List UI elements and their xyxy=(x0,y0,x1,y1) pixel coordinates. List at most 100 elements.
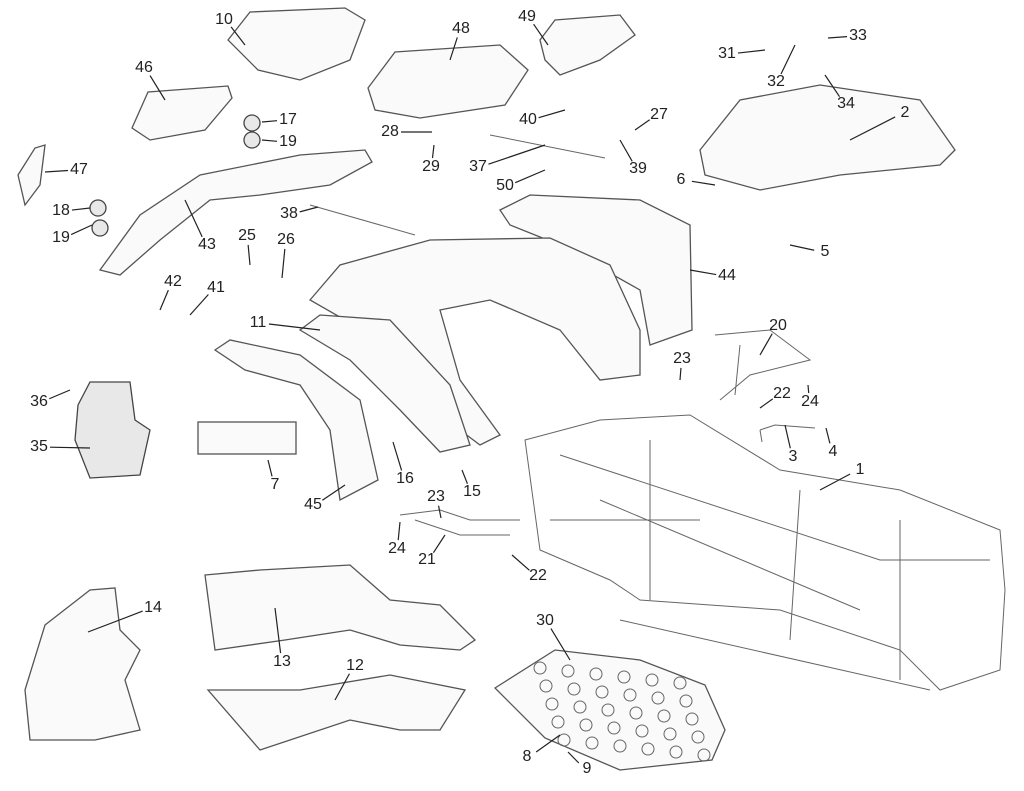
callout-25: 25 xyxy=(238,227,256,244)
part-bracket-21 xyxy=(399,509,520,536)
skid-plate-hole xyxy=(579,718,593,732)
leader-line-40 xyxy=(538,109,566,119)
callout-45: 45 xyxy=(304,496,322,513)
leader-line-19 xyxy=(70,224,93,236)
skid-plate-hole xyxy=(685,712,699,726)
callout-12: 12 xyxy=(346,657,364,674)
skid-plate-hole xyxy=(663,727,677,741)
leader-line-18 xyxy=(71,207,91,211)
leader-line-46 xyxy=(149,75,166,101)
leader-line-50 xyxy=(514,169,546,184)
leader-line-12 xyxy=(334,673,350,701)
callout-44: 44 xyxy=(718,267,736,284)
skid-plate-hole xyxy=(589,667,603,681)
skid-plate-hole xyxy=(561,664,575,678)
part-panel-46 xyxy=(131,85,233,141)
skid-plate-hole xyxy=(669,745,683,759)
skid-plate-hole xyxy=(673,676,687,690)
part-bar-37 xyxy=(489,134,606,159)
leader-line-17 xyxy=(261,120,278,123)
callout-3: 3 xyxy=(789,448,798,465)
part-bar-38 xyxy=(309,204,416,236)
part-bracket-20 xyxy=(714,329,812,401)
callout-46: 46 xyxy=(135,59,153,76)
leader-line-47 xyxy=(44,169,69,173)
callout-32: 32 xyxy=(767,73,785,90)
callout-35: 35 xyxy=(30,438,48,455)
part-seat-2 xyxy=(699,84,956,191)
skid-plate-hole xyxy=(595,685,609,699)
skid-plate-hole xyxy=(557,733,571,747)
callout-33: 33 xyxy=(849,27,867,44)
part-rear-fender-44 xyxy=(499,194,693,346)
leader-line-3 xyxy=(784,424,791,449)
leader-line-34 xyxy=(824,74,841,98)
leader-line-23 xyxy=(437,505,442,519)
leader-line-30 xyxy=(550,628,571,661)
callout-7: 7 xyxy=(271,476,280,493)
leader-line-49 xyxy=(533,23,549,46)
callout-19: 19 xyxy=(279,133,297,150)
leader-line-45 xyxy=(321,484,346,501)
part-reflector-47 xyxy=(17,144,46,207)
callout-10: 10 xyxy=(215,11,233,28)
callout-2: 2 xyxy=(901,104,910,121)
leader-line-24 xyxy=(807,384,810,394)
callout-18: 18 xyxy=(52,202,70,219)
leader-line-6 xyxy=(691,180,716,186)
leader-line-20 xyxy=(759,333,773,356)
skid-plate-hole xyxy=(697,748,711,762)
skid-plate-hole xyxy=(613,739,627,753)
leader-line-24 xyxy=(397,521,401,541)
part-light-17 xyxy=(243,114,261,132)
leader-line-13 xyxy=(274,607,282,654)
part-toolkit-7 xyxy=(197,421,297,455)
leader-line-2 xyxy=(849,116,896,141)
leader-line-25 xyxy=(247,244,251,266)
callout-15: 15 xyxy=(463,483,481,500)
callout-1: 1 xyxy=(856,461,865,478)
leader-line-41 xyxy=(189,294,209,316)
callout-11: 11 xyxy=(250,314,267,331)
leader-line-38 xyxy=(299,206,319,213)
callout-27: 27 xyxy=(650,106,668,123)
leader-line-44 xyxy=(689,269,717,276)
callout-23: 23 xyxy=(673,350,691,367)
skid-plate-hole xyxy=(641,742,655,756)
part-rear-panel-43 xyxy=(98,149,373,276)
callout-26: 26 xyxy=(277,231,295,248)
callout-24: 24 xyxy=(801,393,819,410)
part-fender-11 xyxy=(298,314,471,453)
skid-plate-hole xyxy=(533,661,547,675)
callout-43: 43 xyxy=(198,236,216,253)
leader-line-29 xyxy=(431,144,435,159)
callout-17: 17 xyxy=(279,111,297,128)
callout-49: 49 xyxy=(518,8,536,25)
leader-line-21 xyxy=(432,534,446,554)
callout-23: 23 xyxy=(427,488,445,505)
callout-21: 21 xyxy=(418,551,436,568)
skid-plate-hole xyxy=(567,682,581,696)
skid-plate-hole xyxy=(635,724,649,738)
part-light-18 xyxy=(89,199,107,217)
skid-plate-hole xyxy=(623,688,637,702)
leader-line-43 xyxy=(184,199,203,238)
callout-39: 39 xyxy=(629,160,647,177)
part-rear-rack-48 xyxy=(367,44,529,119)
skid-plate-hole xyxy=(691,730,705,744)
callout-50: 50 xyxy=(496,177,514,194)
part-decal-12 xyxy=(206,674,467,751)
part-light-19 xyxy=(243,131,261,149)
skid-plate-hole xyxy=(539,679,553,693)
part-rear-rack-10 xyxy=(227,7,366,81)
leader-lines xyxy=(44,23,896,764)
callout-34: 34 xyxy=(837,95,855,112)
callout-5: 5 xyxy=(821,243,830,260)
callout-48: 48 xyxy=(452,20,470,37)
leader-line-8 xyxy=(535,734,561,753)
leader-line-7 xyxy=(267,459,273,477)
leader-line-16 xyxy=(392,441,403,471)
